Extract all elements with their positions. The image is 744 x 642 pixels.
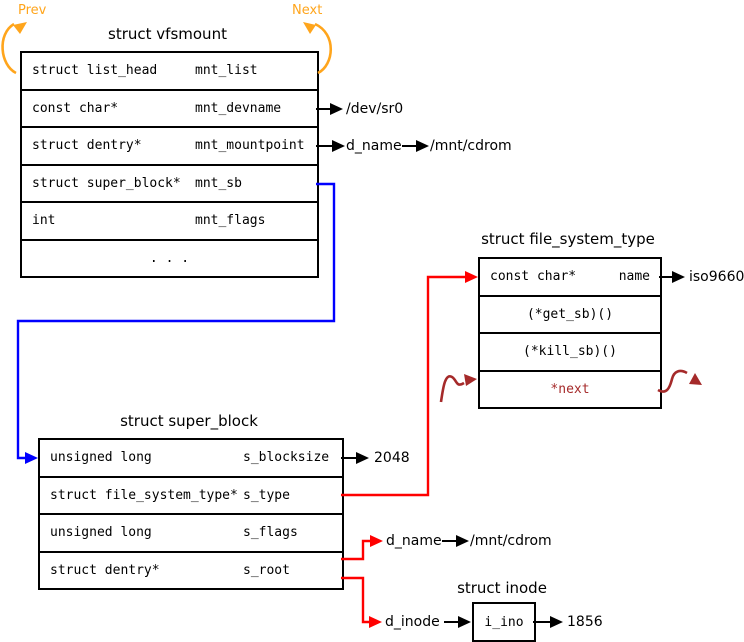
field-name: s_root — [243, 562, 290, 578]
field-name: s_type — [243, 487, 290, 503]
field-name: mnt_mountpoint — [195, 138, 305, 154]
root-dname-value-label: /mnt/cdrom — [470, 533, 552, 549]
table-row-kill-sb: (*kill_sb)() — [480, 334, 660, 372]
next-list-out-squiggle-arrow-icon — [657, 369, 702, 393]
field-name: mnt_sb — [195, 175, 242, 191]
field-name: mnt_devname — [195, 100, 282, 116]
table-row-s-root: struct dentry* s_root — [40, 553, 342, 589]
s-root-dname-pointer-line — [341, 535, 383, 561]
root-dname-label: d_name — [386, 533, 442, 549]
file-system-type-title: struct file_system_type — [481, 230, 655, 248]
next-list-in-squiggle-arrow-icon — [439, 374, 477, 403]
table-row-get-sb: (*get_sb)() — [480, 297, 660, 334]
table-row-next-pointer: *next — [550, 381, 590, 397]
mountpoint-value-label: /mnt/cdrom — [430, 138, 512, 154]
devname-arrow — [316, 103, 343, 115]
fs-name-value-label: iso9660 — [689, 269, 744, 285]
field-type: struct super_block* — [32, 175, 181, 191]
field-name: s_blocksize — [243, 450, 330, 466]
vfsmount-title: struct vfsmount — [108, 25, 227, 43]
vfsmount-table: struct list_head mnt_list const char* mn… — [20, 51, 319, 278]
s-root-dinode-pointer-line — [341, 576, 382, 628]
next-nav-label[interactable]: Next — [292, 3, 323, 18]
table-row-s-type: struct file_system_type* s_type — [40, 478, 342, 515]
mountpoint-dname-label: d_name — [346, 138, 402, 154]
field-type: int — [32, 213, 56, 229]
blocksize-arrow — [341, 452, 369, 464]
devname-value-label: /dev/sr0 — [346, 101, 404, 117]
field-name: mnt_flags — [195, 213, 266, 229]
field-type: struct dentry* — [32, 138, 142, 154]
field-type: unsigned long — [50, 450, 152, 466]
field-type: struct file_system_type* — [50, 487, 238, 503]
root-dname-value-arrow — [442, 535, 469, 547]
field-type: struct dentry* — [50, 562, 160, 578]
inode-title: struct inode — [457, 579, 547, 597]
table-row-ellipsis: . . . — [149, 250, 190, 266]
table-row-s-blocksize: unsigned long s_blocksize — [40, 440, 342, 478]
super-block-table: unsigned long s_blocksize struct file_sy… — [38, 438, 344, 590]
field-name: name — [618, 269, 650, 285]
field-type: const char* — [32, 100, 119, 116]
field-type: unsigned long — [50, 525, 152, 541]
inode-value-label: 1856 — [567, 614, 603, 630]
table-row-mnt-flags: int mnt_flags — [22, 203, 317, 241]
super-block-title: struct super_block — [120, 412, 258, 430]
table-row-mnt-sb: struct super_block* mnt_sb — [22, 166, 317, 203]
table-row-name: const char* name — [480, 259, 660, 297]
field-type: struct list_head — [32, 63, 158, 79]
fs-name-arrow — [659, 271, 685, 283]
file-system-type-table: const char* name (*get_sb)() (*kill_sb)(… — [478, 257, 662, 409]
table-row-mnt-list: struct list_head mnt_list — [22, 53, 317, 91]
field-name: s_flags — [243, 525, 298, 541]
table-row-s-flags: unsigned long s_flags — [40, 515, 342, 553]
table-row-mnt-devname: const char* mnt_devname — [22, 91, 317, 128]
blocksize-value-label: 2048 — [374, 450, 410, 466]
root-dinode-label: d_inode — [385, 614, 440, 630]
inode-box: i_ino — [472, 602, 536, 642]
table-row-mnt-mountpoint: struct dentry* mnt_mountpoint — [22, 128, 317, 166]
field-name: mnt_list — [195, 63, 258, 79]
prev-nav-label[interactable]: Prev — [18, 3, 47, 18]
field-type: const char* — [490, 269, 577, 285]
